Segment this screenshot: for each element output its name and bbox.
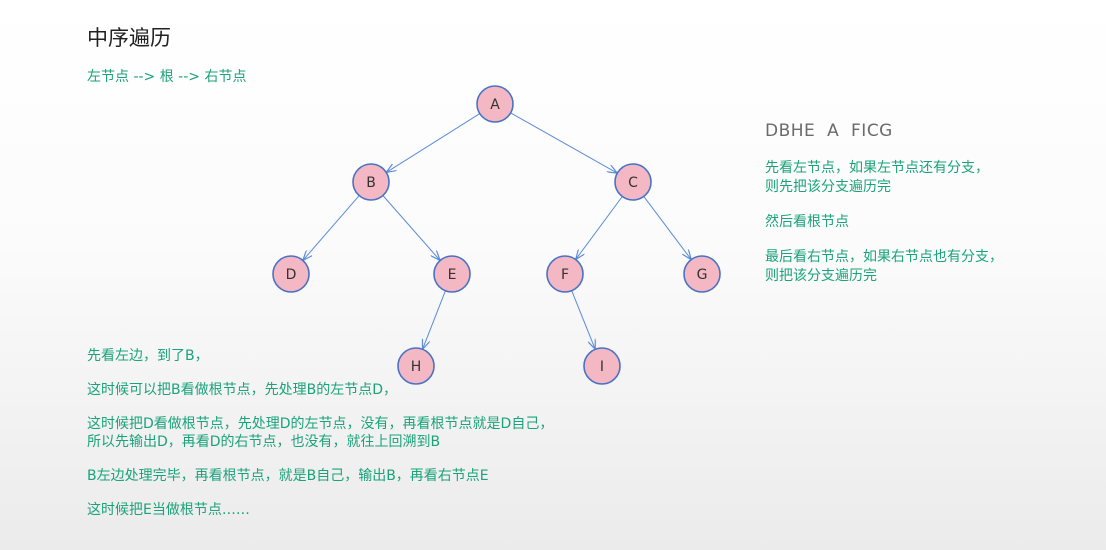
node-label: I [600, 359, 604, 375]
tree-node-C: C [614, 163, 652, 201]
tree-edges [304, 112, 691, 349]
node-label: F [561, 267, 569, 283]
tree-node-G: G [683, 255, 721, 293]
explanation-paragraph: 这时候把D看做根节点，先处理D的左节点，没有，再看根节点就是D自己， 所以先输出… [87, 415, 707, 451]
step-left: 先看左节点，如果左节点还有分支， 则先把该分支遍历完 [765, 159, 1095, 197]
step-root: 然后看根节点 [765, 213, 1095, 232]
page-title: 中序遍历 [87, 26, 171, 50]
node-circle [433, 255, 471, 293]
tree-node-F: F [546, 255, 584, 293]
tree-node-A: A [476, 85, 514, 123]
node-label: E [448, 267, 457, 283]
step-line: 最后看右节点，如果右节点也有分支， [765, 249, 1003, 265]
explanation-paragraph: 先看左边，到了B， [87, 347, 707, 365]
node-circle [546, 255, 584, 293]
node-label: G [697, 267, 708, 283]
node-label: H [411, 359, 422, 375]
edge-B-D [304, 195, 360, 260]
right-panel: DBHE A FICG 先看左节点，如果左节点还有分支， 则先把该分支遍历完 然… [765, 121, 1095, 302]
node-circle [583, 347, 621, 385]
explanation-line: 所以先输出D，再看D的右节点，也没有，就往上回溯到B [87, 434, 441, 450]
explanation-paragraph: 这时候可以把B看做根节点，先处理B的左节点D， [87, 381, 707, 399]
node-circle [614, 163, 652, 201]
inorder-sequence: DBHE A FICG [765, 121, 893, 141]
node-circle [683, 255, 721, 293]
edge-E-H [423, 290, 446, 349]
node-label: C [628, 175, 638, 191]
node-circle [397, 347, 435, 385]
step-line: 然后看根节点 [765, 214, 849, 230]
node-circle [352, 163, 390, 201]
edge-A-B [387, 113, 481, 172]
explanation-line: 这时候把E当做根节点…… [87, 502, 250, 518]
node-label: D [286, 267, 297, 283]
node-circle [476, 85, 514, 123]
tree-nodes: A B C D E F G H I [272, 85, 721, 385]
tree-node-E: E [433, 255, 471, 293]
explanation-text: 先看左边，到了B， 这时候可以把B看做根节点，先处理B的左节点D， 这时候把D看… [87, 347, 707, 535]
traversal-order-rule: 左节点 --> 根 --> 右节点 [87, 69, 247, 85]
tree-node-D: D [272, 255, 310, 293]
tree-node-H: H [397, 347, 435, 385]
step-line: 则先把该分支遍历完 [765, 179, 891, 195]
step-line: 先看左节点，如果左节点还有分支， [765, 160, 989, 176]
edge-C-G [643, 196, 691, 258]
explanation-line: 先看左边，到了B， [87, 348, 209, 364]
explanation-paragraph: B左边处理完毕，再看根节点，就是B自己，输出B，再看右节点E [87, 467, 707, 485]
edge-F-I [571, 290, 595, 349]
explanation-line: 这时候把D看做根节点，先处理D的左节点，没有，再看根节点就是D自己， [87, 416, 554, 432]
tree-node-B: B [352, 163, 390, 201]
edge-A-C [510, 112, 617, 173]
edge-B-E [382, 195, 440, 260]
node-label: A [490, 97, 500, 113]
tree-node-I: I [583, 347, 621, 385]
traversal-steps: 先看左节点，如果左节点还有分支， 则先把该分支遍历完 然后看根节点 最后看右节点… [765, 159, 1095, 286]
explanation-line: 这时候可以把B看做根节点，先处理B的左节点D， [87, 382, 397, 398]
node-label: B [366, 175, 376, 191]
step-right: 最后看右节点，如果右节点也有分支， 则把该分支遍历完 [765, 248, 1095, 286]
explanation-paragraph: 这时候把E当做根节点…… [87, 501, 707, 519]
node-circle [272, 255, 310, 293]
step-line: 则把该分支遍历完 [765, 268, 877, 284]
explanation-line: B左边处理完毕，再看根节点，就是B自己，输出B，再看右节点E [87, 468, 489, 484]
edge-C-F [576, 196, 623, 259]
